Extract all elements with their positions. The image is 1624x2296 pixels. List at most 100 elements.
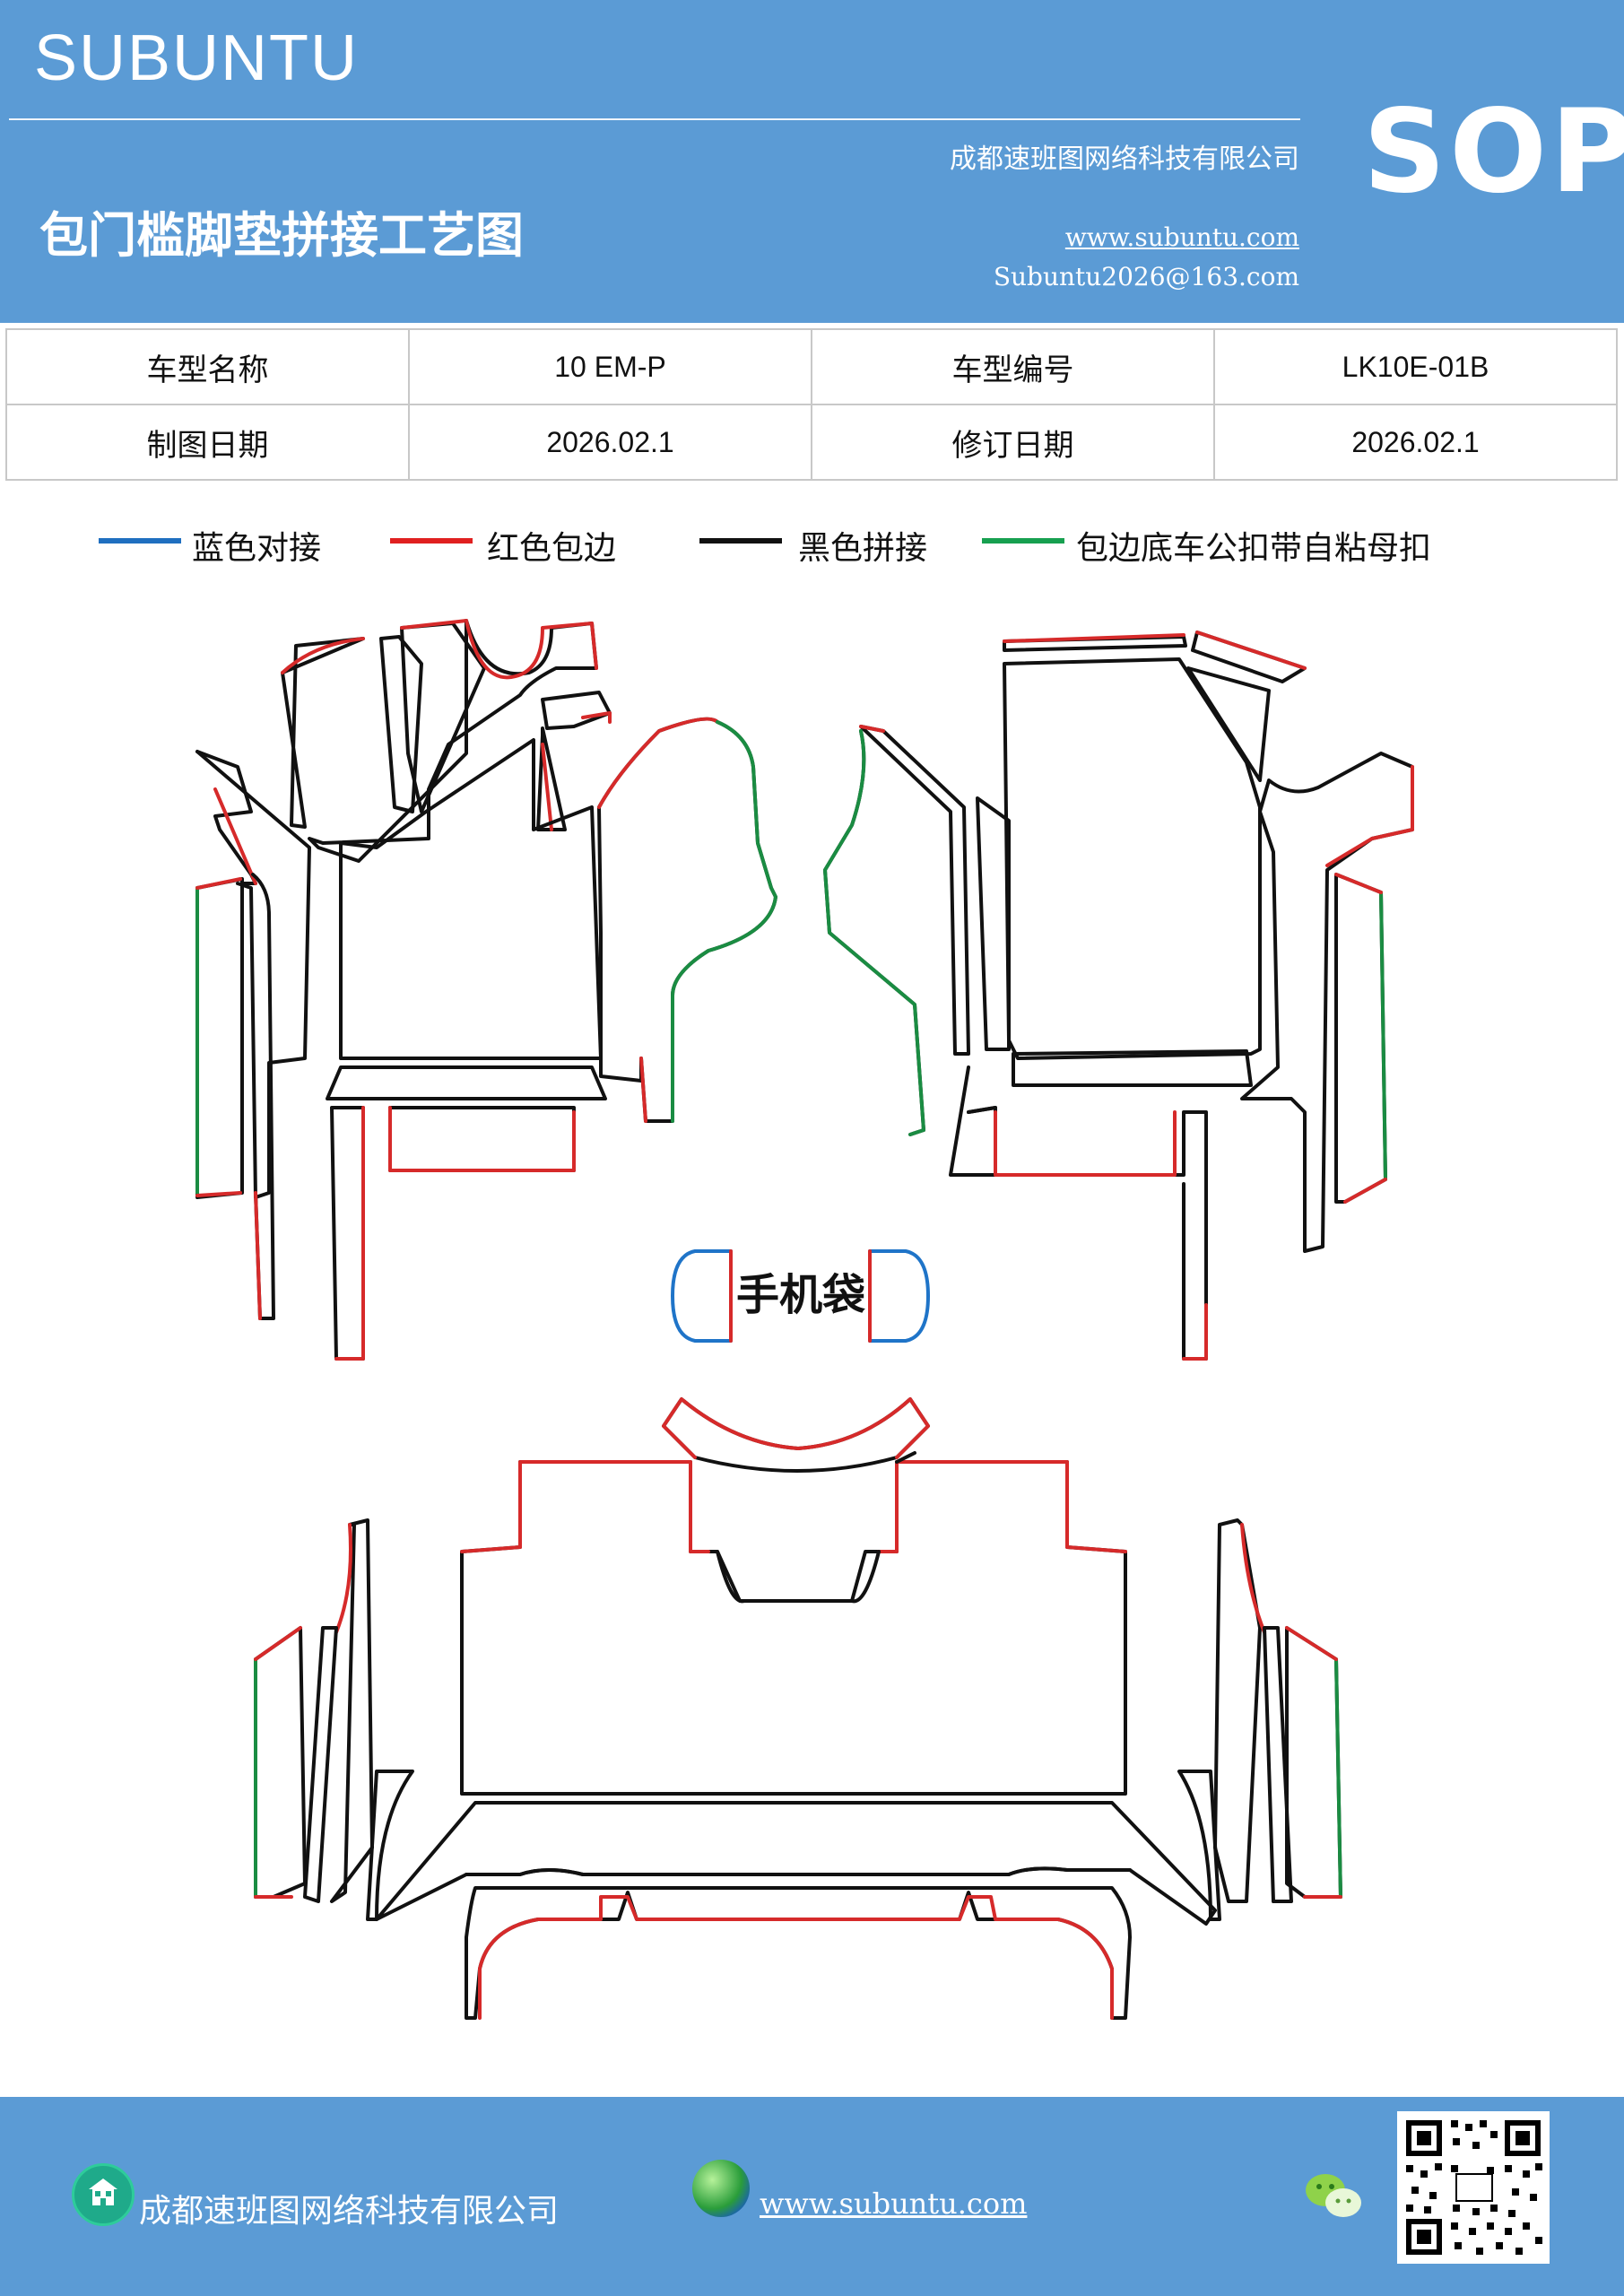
mat-piece	[465, 1886, 1132, 2020]
mat-piece	[195, 877, 242, 1197]
mat-piece	[1240, 1523, 1266, 1634]
mat-piece	[388, 1106, 576, 1172]
mat-piece	[639, 1057, 647, 1123]
mat-piece	[334, 1106, 365, 1361]
mat-piece	[1003, 657, 1262, 1060]
home-glyph	[89, 2179, 117, 2205]
mat-piece	[1285, 1626, 1342, 1899]
mat-piece	[213, 787, 257, 885]
mat-piece	[1240, 752, 1414, 1253]
mat-piece	[823, 729, 925, 1136]
mat-piece	[716, 1550, 881, 1604]
mat-piece	[671, 720, 777, 1123]
mat-piece	[251, 873, 275, 1320]
mat-piece	[334, 1523, 352, 1634]
mat-piece	[541, 743, 553, 831]
mat-piece	[281, 637, 365, 674]
mat-piece	[379, 635, 423, 813]
mat-piece	[303, 1626, 338, 1903]
mat-piece	[281, 637, 365, 829]
phone-pocket-label: 手机袋	[736, 1270, 865, 1320]
mat-piece	[1334, 1657, 1342, 1899]
mat-piece	[326, 1065, 607, 1100]
mat-piece	[518, 1460, 1127, 1553]
mat-piece	[949, 1065, 997, 1177]
mat-piece	[1334, 873, 1387, 1204]
footer-company-name: 成都速班图网络科技有限公司	[139, 2193, 560, 2230]
mat-piece	[1325, 765, 1414, 867]
pocket-right-tab	[868, 1249, 930, 1343]
blue-line-swatch	[99, 538, 181, 544]
model-code-label: 车型编号	[811, 328, 1215, 405]
mat-piece	[1334, 873, 1387, 1204]
mat-piece	[388, 1106, 576, 1172]
footer-website-link[interactable]: www.subuntu.com	[760, 2187, 1028, 2221]
table-row: 制图日期 2026.02.1 修订日期 2026.02.1	[5, 404, 1618, 481]
draw-date-label: 制图日期	[5, 404, 410, 481]
header: SUBUNTU SOP 成都速班图网络科技有限公司 包门槛脚垫拼接工艺图 www…	[0, 0, 1624, 323]
mat-piece	[330, 1518, 374, 1903]
front-right-mats	[823, 631, 1414, 1361]
header-divider	[9, 118, 1300, 120]
mat-piece	[895, 1451, 916, 1464]
mat-piece	[400, 619, 468, 630]
model-name-label: 车型名称	[5, 328, 410, 405]
mat-piece	[1003, 633, 1185, 643]
mat-piece	[1379, 891, 1387, 1181]
phone-pocket: 手机袋	[671, 1249, 930, 1343]
mat-piece	[581, 711, 612, 724]
website-link[interactable]: www.subuntu.com	[1064, 222, 1299, 252]
home-icon	[72, 2163, 135, 2226]
black-line-swatch	[699, 538, 782, 544]
legend-label: 蓝色对接	[192, 530, 322, 567]
pocket-left-tab	[671, 1249, 733, 1343]
mat-piece	[597, 717, 777, 1123]
mat-piece	[330, 1106, 365, 1361]
mat-piece	[541, 691, 612, 730]
mat-piece	[1195, 631, 1307, 670]
mat-piece	[823, 729, 925, 1136]
mat-splicing-diagram: 手机袋	[195, 619, 1414, 2020]
mat-piece	[460, 1545, 522, 1553]
rear-mats	[254, 1397, 1342, 2020]
mat-piece	[375, 1801, 1217, 1926]
mat-piece	[465, 619, 598, 680]
mat-piece	[478, 1895, 1114, 2020]
model-code-value: LK10E-01B	[1213, 328, 1618, 405]
mat-piece	[460, 1460, 1127, 1796]
model-name-value: 10 EM-P	[408, 328, 812, 405]
mat-piece	[1213, 1518, 1262, 1903]
mat-piece	[967, 1106, 1208, 1361]
legend-label: 包边底车公扣带自粘母扣	[1076, 530, 1432, 567]
mat-piece	[662, 1397, 930, 1473]
mat-piece	[195, 750, 311, 1199]
mat-piece	[195, 877, 244, 1199]
mat-piece	[1263, 1626, 1293, 1903]
mat-piece	[254, 1191, 262, 1320]
mat-piece	[465, 1866, 1132, 1876]
mat-piece	[976, 796, 1011, 1051]
legend-label: 黑色拼接	[798, 530, 928, 567]
draw-date-value: 2026.02.1	[408, 404, 812, 481]
wechat-icon	[1306, 2174, 1361, 2217]
mat-piece	[859, 725, 885, 733]
revision-date-label: 修订日期	[811, 404, 1215, 481]
mat-piece	[994, 1110, 1177, 1177]
mat-piece	[254, 1626, 302, 1899]
sop-badge: SOP	[1363, 85, 1624, 219]
revision-date-value: 2026.02.1	[1213, 404, 1618, 481]
qr-code[interactable]	[1397, 2111, 1550, 2264]
red-line-swatch	[390, 538, 473, 544]
mat-piece	[339, 738, 603, 1060]
document-title: 包门槛脚垫拼接工艺图	[39, 206, 524, 264]
mat-piece	[400, 622, 486, 813]
green-line-swatch	[982, 538, 1064, 544]
mat-piece	[308, 619, 598, 863]
mat-piece	[1182, 1303, 1208, 1361]
globe-icon	[692, 2160, 750, 2217]
brand-logo-text: SUBUNTU	[34, 22, 360, 94]
mat-piece	[662, 1397, 930, 1459]
mat-piece	[1186, 666, 1271, 782]
mat-piece	[1285, 1626, 1342, 1899]
mat-piece	[597, 717, 719, 809]
